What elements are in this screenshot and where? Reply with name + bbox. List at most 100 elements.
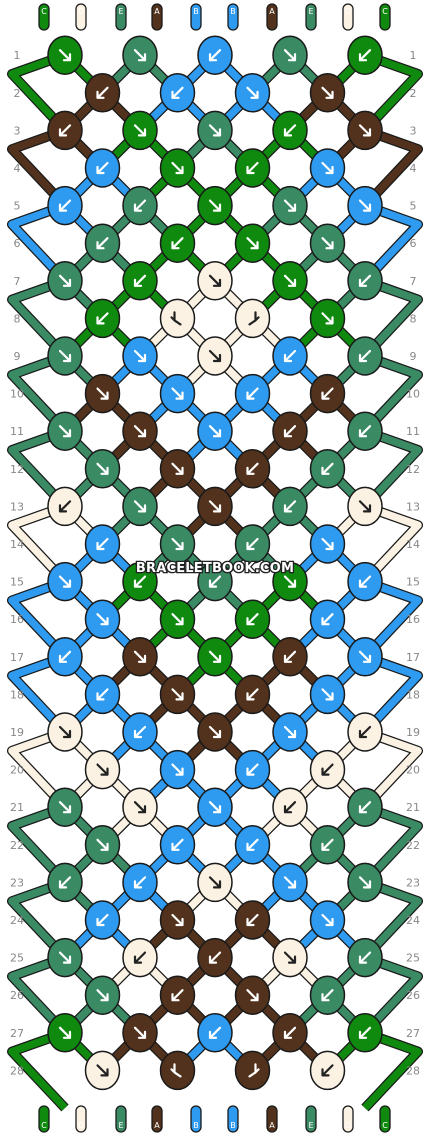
knot (347, 110, 383, 151)
knot (347, 185, 383, 226)
start-string (305, 3, 317, 31)
row-number-left: 7 (14, 275, 21, 288)
knot-arrow-icon (283, 425, 297, 438)
knot-arrow-icon (246, 237, 259, 250)
row-number-left: 1 (14, 49, 21, 62)
row-number-right: 10 (406, 388, 420, 401)
end-string-label: E (308, 1121, 313, 1130)
knot-arrow-icon (58, 124, 72, 137)
end-string (75, 1105, 87, 1133)
knot-arrow-icon (208, 650, 222, 663)
knot-arrow-icon (170, 1063, 182, 1078)
row-number-left: 16 (10, 613, 24, 626)
knot (122, 110, 158, 151)
knot-arrow-icon (321, 913, 334, 927)
row-number-right: 3 (410, 124, 417, 137)
knot (84, 1050, 121, 1091)
row-number-left: 22 (10, 839, 24, 852)
knot-arrow-icon (171, 537, 184, 551)
knot (197, 637, 233, 677)
knot (234, 975, 271, 1015)
row-number-left: 24 (10, 914, 24, 927)
edge-thread (8, 126, 68, 209)
knot (309, 975, 346, 1015)
knot (347, 937, 383, 978)
knot-arrow-icon (283, 951, 297, 964)
end-string-label: B (193, 1121, 199, 1130)
knot-arrow-icon (321, 387, 334, 400)
knot (122, 261, 158, 301)
knot-arrow-icon (321, 237, 334, 250)
knot (234, 373, 271, 414)
knot (122, 862, 158, 903)
row-number-left: 25 (10, 952, 24, 965)
knot-arrow-icon (283, 500, 297, 513)
knot-arrow-icon (171, 989, 184, 1002)
knot (234, 449, 271, 489)
knot-arrow-icon (208, 1026, 222, 1039)
row-number-right: 20 (406, 764, 420, 777)
knot-arrow-icon (58, 49, 72, 62)
knot-arrow-icon (133, 876, 147, 889)
knot (347, 712, 383, 752)
knot-arrow-icon (248, 311, 260, 326)
row-number-right: 25 (406, 952, 420, 965)
knot-arrow-icon (170, 311, 182, 326)
start-string (75, 3, 87, 31)
knot (197, 336, 233, 376)
knot-arrow-icon (96, 763, 109, 776)
knot (84, 749, 121, 790)
knot (122, 1013, 158, 1053)
row-number-left: 14 (10, 538, 24, 551)
knot-arrow-icon (283, 876, 297, 889)
knot-arrow-icon (283, 199, 297, 212)
knot-arrow-icon (96, 161, 109, 175)
knot (272, 110, 308, 151)
knot-arrow-icon (208, 575, 222, 588)
knot (347, 1013, 383, 1053)
knot-arrow-icon (58, 951, 72, 964)
knot-arrow-icon (171, 387, 184, 400)
start-string-label: C (382, 7, 388, 16)
edge-thread (8, 578, 68, 660)
knot (197, 110, 233, 151)
knot (197, 486, 233, 527)
edge-thread (8, 202, 68, 284)
knot-arrow-icon (283, 650, 297, 663)
knot-oval (159, 298, 196, 339)
row-number-right: 11 (406, 425, 420, 438)
end-string-label: D (78, 1121, 84, 1130)
knot (347, 787, 383, 827)
knot (47, 411, 83, 451)
row-number-right: 16 (406, 613, 420, 626)
knot (309, 1050, 346, 1091)
knot-oval (234, 1050, 271, 1091)
start-string-label: C (41, 7, 47, 16)
knot-arrow-icon (96, 838, 109, 851)
edge-thread (8, 803, 68, 885)
start-string-label: A (154, 7, 160, 16)
row-number-right: 2 (410, 87, 417, 100)
start-string (190, 3, 202, 31)
knot-arrow-icon (58, 1026, 72, 1039)
knot-arrow-icon (133, 500, 147, 513)
knot (234, 223, 271, 263)
row-number-left: 18 (10, 688, 24, 701)
knot-arrow-icon (171, 763, 184, 776)
end-string (190, 1105, 202, 1133)
knot (47, 637, 83, 677)
knot-arrow-icon (133, 124, 147, 137)
knot-arrow-icon (246, 462, 259, 475)
knot-arrow-icon (283, 725, 297, 739)
edge-thread (362, 578, 422, 660)
edge-thread (362, 728, 422, 810)
knot (159, 449, 196, 489)
knot-arrow-icon (208, 951, 222, 964)
knot (47, 261, 83, 301)
knot-arrow-icon (133, 349, 147, 363)
knot-arrow-icon (358, 500, 372, 513)
knot (197, 185, 233, 226)
knot-arrow-icon (96, 1064, 109, 1077)
knot-arrow-icon (248, 1063, 260, 1078)
pattern-knots (47, 35, 383, 1091)
